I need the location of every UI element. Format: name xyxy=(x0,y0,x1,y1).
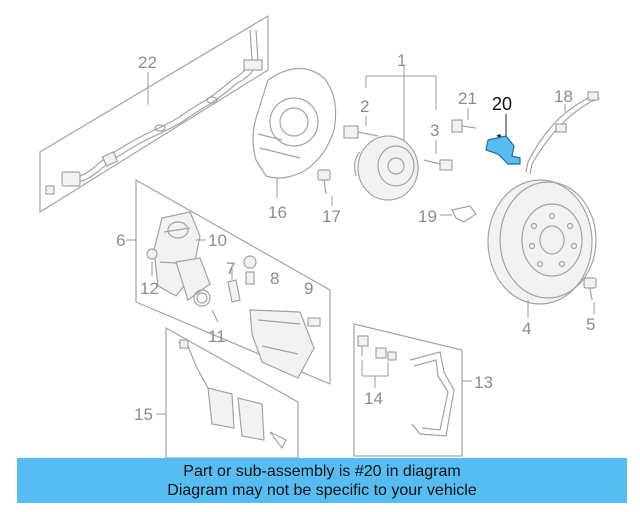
label-15: 15 xyxy=(134,405,153,424)
part-20-abs-sensor[interactable] xyxy=(485,114,521,165)
part-21-bolt xyxy=(451,108,477,133)
part-19-clip xyxy=(440,205,477,223)
label-10: 10 xyxy=(208,231,227,250)
part-17-screw xyxy=(317,169,333,206)
label-12: 12 xyxy=(140,279,159,298)
banner-line-2: Diagram may not be specific to your vehi… xyxy=(167,482,477,499)
part-1-hub xyxy=(354,66,437,201)
label-17: 17 xyxy=(322,207,341,226)
label-8: 8 xyxy=(270,269,279,288)
part-18-brake-hose xyxy=(525,91,601,175)
panel-13-pad-hardware xyxy=(353,323,472,457)
banner-line-1: Part or sub-assembly is #20 in diagram xyxy=(183,463,461,480)
label-4: 4 xyxy=(522,319,531,338)
panel-22-sensor-wire xyxy=(39,14,269,214)
label-5: 5 xyxy=(586,315,595,334)
part-4-brake-disc xyxy=(487,179,597,318)
label-6: 6 xyxy=(116,231,125,250)
label-14: 14 xyxy=(364,389,383,408)
panel-6-caliper xyxy=(126,178,331,385)
part-2-bolt xyxy=(343,116,379,139)
label-11: 11 xyxy=(208,327,226,346)
part-5-screw xyxy=(583,277,597,314)
label-22: 22 xyxy=(138,53,157,72)
part-labels: 22 16 17 1 2 3 21 20 18 19 4 5 6 10 7 8 … xyxy=(116,51,595,424)
label-16: 16 xyxy=(268,203,287,222)
label-13: 13 xyxy=(474,373,493,392)
label-1: 1 xyxy=(397,51,406,70)
panel-15-brake-pads xyxy=(156,326,299,459)
info-banner: Part or sub-assembly is #20 in diagram D… xyxy=(17,458,627,503)
label-21: 21 xyxy=(458,89,477,108)
label-19: 19 xyxy=(418,207,437,226)
label-9: 9 xyxy=(304,279,313,298)
label-7: 7 xyxy=(226,259,235,278)
part-3-bolt xyxy=(423,140,453,171)
label-2: 2 xyxy=(360,97,369,116)
label-20: 20 xyxy=(492,94,512,114)
part-16-dust-shield xyxy=(252,67,337,198)
label-18: 18 xyxy=(554,87,573,106)
label-3: 3 xyxy=(430,121,439,140)
